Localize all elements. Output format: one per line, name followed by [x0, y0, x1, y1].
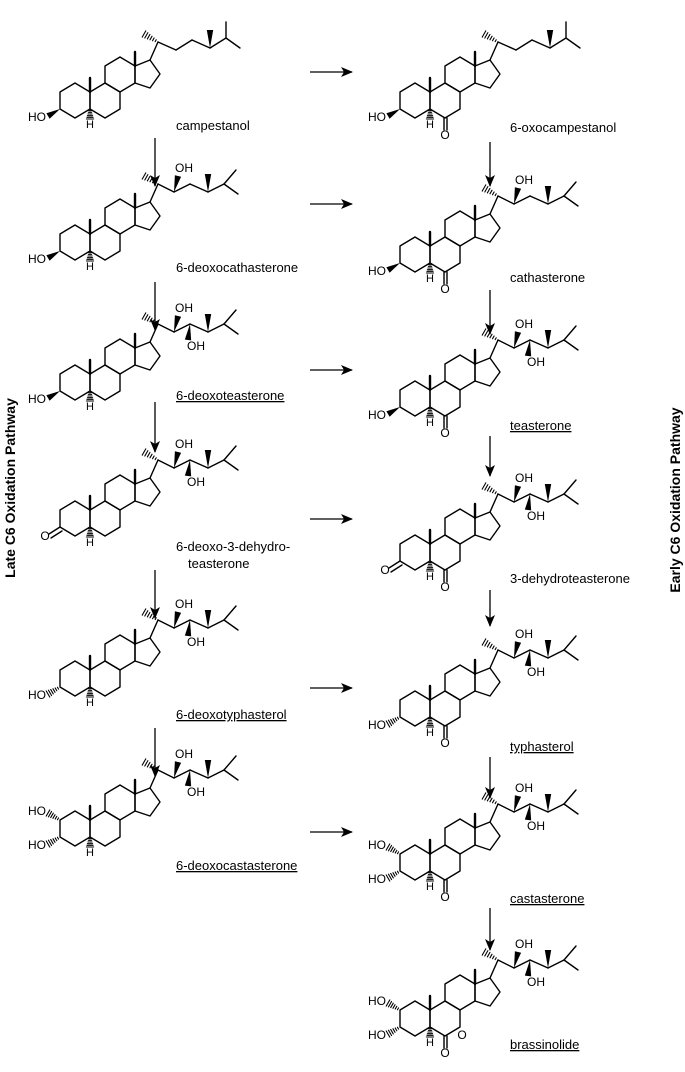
hydroxyl-22-label: OH [515, 627, 533, 641]
h-5alpha-label: H [426, 727, 434, 739]
h-5alpha-label: H [426, 273, 434, 285]
oxo-6-label: O [440, 890, 449, 904]
h-5alpha-label: H [86, 261, 94, 273]
molecule-6-deoxocastasterone: H HO HO OH OH [28, 747, 239, 859]
hydroxyl-23-label: OH [187, 635, 205, 649]
h-5alpha-label: H [426, 417, 434, 429]
hydroxyl-3alpha-label: HO [368, 718, 386, 732]
hydroxyl-22-label: OH [175, 437, 193, 451]
hydroxyl-22-label: OH [515, 937, 533, 951]
molecule-6-deoxocathasterone: H HO OH [28, 161, 239, 273]
oxo-3-label: O [380, 563, 389, 577]
hydroxyl-23-label: OH [527, 355, 545, 369]
hydroxyl-3alpha-label: HO [28, 688, 46, 702]
molecule-teasterone: H HO O OH OH [368, 317, 579, 440]
compound-name: 6-deoxocastasterone [176, 858, 297, 873]
molecule-structures: HHOHHOOHHHOOHOHHOOHOHHHOOHOHHHOHOOHOHHHO… [28, 21, 581, 1060]
compound-name: teasterone [510, 418, 571, 433]
h-5alpha-label: H [426, 571, 434, 583]
molecule-brassinolide: H HO HO OO OH OH [368, 937, 579, 1060]
oxo-3-label: O [40, 529, 49, 543]
hydroxyl-23-label: OH [187, 339, 205, 353]
hydroxyl-2alpha-label: HO [28, 804, 46, 818]
hydroxyl-23-label: OH [187, 475, 205, 489]
h-5alpha-label: H [426, 1037, 434, 1049]
h-5alpha-label: H [86, 697, 94, 709]
compound-name: 6-deoxo-3-dehydro- [176, 539, 290, 554]
hydroxyl-22-label: OH [515, 173, 533, 187]
hydroxyl-22-label: OH [175, 301, 193, 315]
compound-names: campestanol 6-deoxocathasterone 6-deoxotea… [176, 118, 630, 1052]
h-5alpha-label: H [86, 401, 94, 413]
molecule-typhasterol: H HO O OH OH [368, 627, 579, 750]
hydroxyl-3beta-label: HO [28, 110, 46, 124]
compound-name: brassinolide [510, 1037, 579, 1052]
molecule-campestanol: H HO [28, 21, 241, 131]
compound-name: 6-deoxoteasterone [176, 388, 284, 403]
hydroxyl-3beta-label: HO [28, 392, 46, 406]
compound-name: 6-deoxocathasterone [176, 260, 298, 275]
hydroxyl-22-label: OH [515, 317, 533, 331]
reaction-arrows [150, 67, 495, 951]
hydroxyl-23-label: OH [527, 665, 545, 679]
h-5alpha-label: H [86, 537, 94, 549]
lactone-oxygen-label: O [457, 1028, 466, 1042]
hydroxyl-3beta-label: HO [368, 264, 386, 278]
compound-name: 3-dehydroteasterone [510, 571, 630, 586]
hydroxyl-3alpha-label: HO [368, 1028, 386, 1042]
oxo-6-label: O [440, 736, 449, 750]
hydroxyl-3alpha-label: HO [368, 872, 386, 886]
molecule-cathasterone: H HO O OH [368, 173, 579, 296]
hydroxyl-3beta-label: HO [368, 110, 386, 124]
molecule-6-deoxotyphasterol: H HO OH OH [28, 597, 239, 709]
hydroxyl-22-label: OH [515, 471, 533, 485]
hydroxyl-3beta-label: HO [368, 408, 386, 422]
compound-name: castasterone [510, 891, 584, 906]
hydroxyl-22-label: OH [515, 781, 533, 795]
hydroxyl-2alpha-label: HO [368, 994, 386, 1008]
molecule-6-deoxoteasterone: H HO OH OH [28, 301, 239, 413]
molecule-castasterone: H HO HO O OH OH [368, 781, 579, 904]
compound-name-line2: teasterone [188, 556, 249, 571]
hydroxyl-23-label: OH [527, 509, 545, 523]
h-5alpha-label: H [426, 881, 434, 893]
hydroxyl-23-label: OH [527, 975, 545, 989]
hydroxyl-23-label: OH [187, 785, 205, 799]
lactone-carbonyl-label: O [440, 1046, 449, 1060]
oxo-6-label: O [440, 282, 449, 296]
molecule-6-deoxo-3-dehydro: H O OH OH [40, 437, 239, 549]
oxo-6-label: O [440, 580, 449, 594]
early-pathway-title: Early C6 Oxidation Pathway [667, 407, 683, 592]
hydroxyl-2alpha-label: HO [368, 838, 386, 852]
hydroxyl-22-label: OH [175, 161, 193, 175]
compound-name: 6-oxocampestanol [510, 120, 616, 135]
late-pathway-title: Late C6 Oxidation Pathway [2, 398, 18, 578]
h-5alpha-label: H [426, 119, 434, 131]
molecule-6-oxocampestanol: H HO O [368, 21, 581, 142]
h-5alpha-label: H [86, 847, 94, 859]
hydroxyl-22-label: OH [175, 597, 193, 611]
oxo-6-label: O [440, 426, 449, 440]
hydroxyl-3alpha-label: HO [28, 838, 46, 852]
compound-name: 6-deoxotyphasterol [176, 707, 287, 722]
compound-name: campestanol [176, 118, 250, 133]
compound-name: cathasterone [510, 270, 585, 285]
pathway-titles: Late C6 Oxidation Pathway Early C6 Oxida… [2, 398, 683, 593]
compound-name: typhasterol [510, 739, 574, 754]
hydroxyl-3beta-label: HO [28, 252, 46, 266]
hydroxyl-22-label: OH [175, 747, 193, 761]
oxo-6-label: O [440, 128, 449, 142]
h-5alpha-label: H [86, 119, 94, 131]
hydroxyl-23-label: OH [527, 819, 545, 833]
